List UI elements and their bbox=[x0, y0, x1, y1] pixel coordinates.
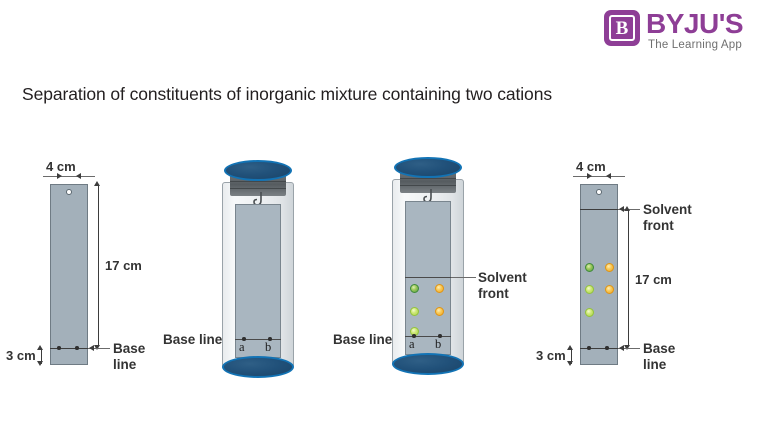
strip-hole-icon bbox=[66, 189, 72, 195]
height-arrow-down-icon bbox=[624, 345, 631, 350]
base-line-leader bbox=[618, 348, 640, 349]
bottom-arrow-down-icon bbox=[567, 361, 574, 366]
base-line-dot-b bbox=[268, 337, 272, 341]
base-line-dot-b bbox=[75, 346, 79, 350]
height-dimension-line bbox=[98, 186, 99, 346]
width-arrow-right-icon bbox=[57, 172, 62, 179]
width-arrow-left-icon bbox=[606, 172, 611, 179]
width-label: 4 cm bbox=[46, 159, 76, 174]
bottom-arrow-up-icon bbox=[37, 345, 44, 350]
jar-lid bbox=[394, 157, 462, 178]
bottom-label: 3 cm bbox=[536, 348, 566, 363]
solvent-front-arrow-icon bbox=[619, 205, 624, 212]
bottom-arrow-up-icon bbox=[567, 345, 574, 350]
spot-a-2 bbox=[585, 285, 594, 294]
base-line-dot-a bbox=[412, 334, 416, 338]
width-dimension-line bbox=[43, 176, 95, 177]
base-line-dot-a bbox=[587, 346, 591, 350]
width-arrow-right-icon bbox=[587, 172, 592, 179]
base-line bbox=[50, 348, 88, 349]
spot-a-3 bbox=[585, 308, 594, 317]
solvent-front-line bbox=[405, 277, 451, 278]
spot-a-2 bbox=[410, 307, 419, 316]
base-line bbox=[235, 339, 281, 340]
chromatography-strip bbox=[580, 184, 618, 365]
height-dimension-line bbox=[628, 211, 629, 346]
strip-hole-icon bbox=[596, 189, 602, 195]
height-arrow-up-icon bbox=[624, 206, 631, 211]
jar-lid bbox=[224, 160, 292, 181]
solvent-front-leader bbox=[451, 277, 476, 278]
page-title: Separation of constituents of inorganic … bbox=[22, 84, 552, 104]
height-arrow-up-icon bbox=[94, 181, 101, 186]
chromatography-strip bbox=[50, 184, 88, 365]
logo-mark-letter: B bbox=[609, 15, 635, 41]
base-line-arrow-icon bbox=[619, 344, 624, 351]
base-line-label: Base line bbox=[113, 341, 146, 372]
height-label: 17 cm bbox=[635, 272, 672, 287]
spot-b-1 bbox=[435, 284, 444, 293]
jar-base bbox=[392, 353, 464, 375]
base-line bbox=[405, 336, 451, 337]
lane-label-a: a bbox=[409, 337, 415, 351]
lane-label-b: b bbox=[265, 340, 272, 354]
base-line-label: Base line bbox=[333, 332, 393, 347]
spot-a-1 bbox=[585, 263, 594, 272]
jar-base bbox=[222, 356, 294, 378]
base-line-label: Base line bbox=[643, 341, 676, 372]
bottom-label: 3 cm bbox=[6, 348, 36, 363]
byjus-logo: B BYJU'S The Learning App bbox=[604, 8, 760, 54]
developing-jar: a b bbox=[222, 160, 294, 378]
spot-b-2 bbox=[605, 285, 614, 294]
base-line-dot-b bbox=[438, 334, 442, 338]
spot-b-2 bbox=[435, 307, 444, 316]
lane-label-b: b bbox=[435, 337, 442, 351]
lane-label-a: a bbox=[239, 340, 245, 354]
base-line-dot-a bbox=[57, 346, 61, 350]
base-line-arrow-icon bbox=[89, 344, 94, 351]
width-label: 4 cm bbox=[576, 159, 606, 174]
chromatography-strip bbox=[235, 204, 281, 358]
bottom-arrow-down-icon bbox=[37, 361, 44, 366]
base-line bbox=[580, 348, 618, 349]
bottom-dimension-line bbox=[571, 350, 572, 364]
solvent-front-line bbox=[580, 209, 618, 210]
height-arrow-down-icon bbox=[94, 345, 101, 350]
base-line-label: Base line bbox=[163, 332, 223, 347]
byjus-tagline: The Learning App bbox=[648, 39, 742, 51]
solvent-front-label: Solvent front bbox=[478, 270, 527, 301]
height-label: 17 cm bbox=[105, 258, 142, 273]
byjus-wordmark: BYJU'S bbox=[646, 8, 744, 39]
spot-b-1 bbox=[605, 263, 614, 272]
base-line-leader bbox=[88, 348, 110, 349]
developing-jar: a b bbox=[392, 157, 464, 375]
solvent-front-label: Solvent front bbox=[643, 202, 692, 233]
base-line-dot-b bbox=[605, 346, 609, 350]
base-line-dot-a bbox=[242, 337, 246, 341]
byjus-logo-mark-icon: B bbox=[604, 10, 640, 46]
width-arrow-left-icon bbox=[76, 172, 81, 179]
width-dimension-line bbox=[573, 176, 625, 177]
bottom-dimension-line bbox=[41, 350, 42, 364]
spot-a-1 bbox=[410, 284, 419, 293]
